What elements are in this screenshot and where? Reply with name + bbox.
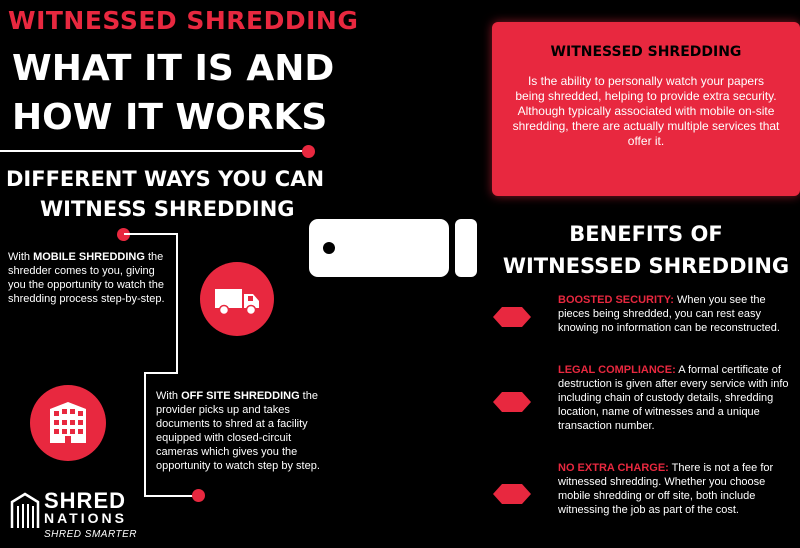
benefit-item-compliance: LEGAL COMPLIANCE: A formal certificate o… xyxy=(558,364,789,432)
definition-title: WITNESSED SHREDDING xyxy=(550,44,742,60)
logo-mark-icon xyxy=(10,492,40,528)
mobile-shredding-text: With MOBILE SHREDDING the shredder comes… xyxy=(8,251,165,305)
logo-tagline: SHRED SMARTER xyxy=(44,529,137,540)
title-divider xyxy=(0,150,303,152)
connector-dot xyxy=(192,489,205,502)
truck-icon xyxy=(200,262,274,336)
benefit-item-security: BOOSTED SECURITY: When you see the piece… xyxy=(558,294,780,334)
connector-dot xyxy=(117,228,130,241)
connector-line xyxy=(144,495,196,497)
building-icon xyxy=(30,385,106,461)
benefit-item-no-charge: NO EXTRA CHARGE: There is not a fee for … xyxy=(558,462,774,516)
connector-line xyxy=(176,233,178,373)
definition-panel xyxy=(492,22,800,196)
benefit-marker-icon xyxy=(493,392,531,412)
connector-line xyxy=(144,372,146,496)
kicker-title: WITNESSED SHREDDING xyxy=(8,6,359,35)
ways-heading-line1: DIFFERENT WAYS YOU CAN xyxy=(6,167,325,191)
main-title-line1: WHAT IT IS AND xyxy=(12,48,335,89)
tag-icon xyxy=(309,219,477,277)
divider-dot xyxy=(302,145,315,158)
offsite-shredding-text: With OFF SITE SHREDDING the provider pic… xyxy=(156,390,320,472)
benefits-heading-line2: WITNESSED SHREDDING xyxy=(502,254,790,278)
benefit-marker-icon xyxy=(493,307,531,327)
benefit-marker-icon xyxy=(493,484,531,504)
ways-heading-line2: WITNESS SHREDDING xyxy=(40,197,295,221)
benefits-heading-line1: BENEFITS OF xyxy=(569,222,723,246)
connector-line xyxy=(124,233,178,235)
main-title-line2: HOW IT WORKS xyxy=(12,97,328,138)
logo-wordmark-nations: NATIONS xyxy=(44,510,127,526)
logo-wordmark: SHRED xyxy=(44,488,127,513)
connector-line xyxy=(144,372,178,374)
definition-body: Is the ability to personally watch your … xyxy=(512,74,780,148)
